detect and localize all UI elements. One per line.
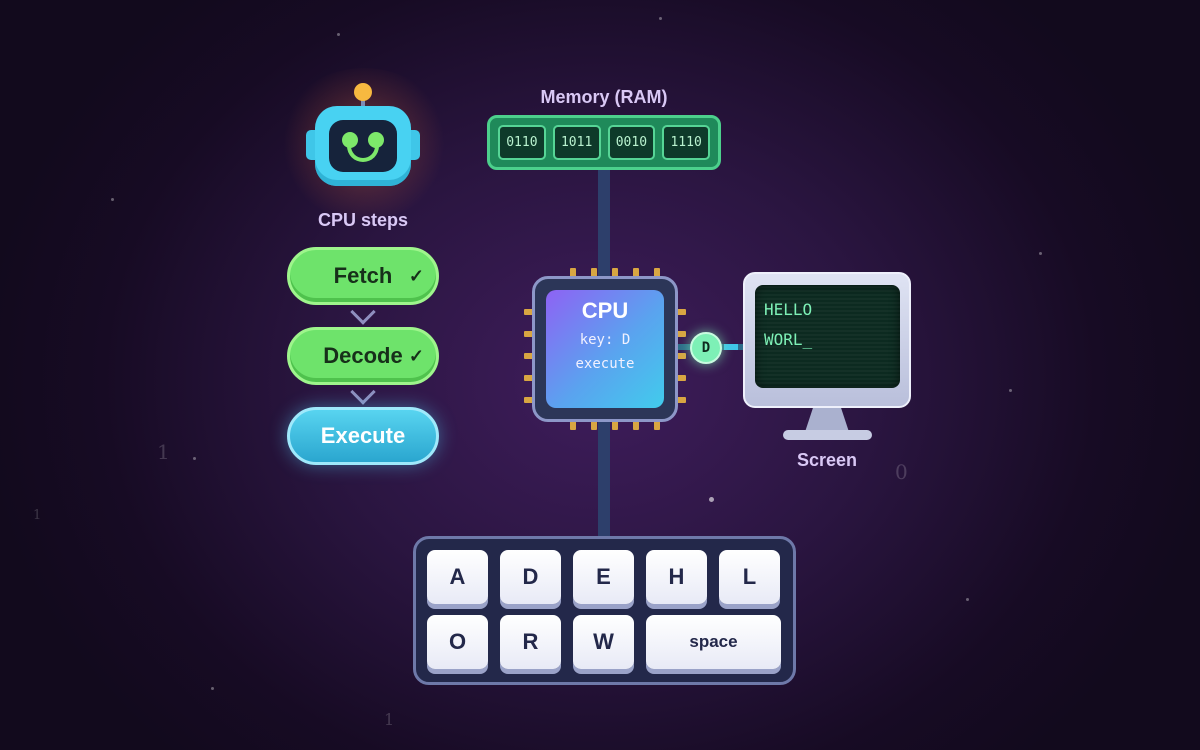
screen-label: Screen — [796, 450, 858, 470]
robot-smile — [347, 142, 379, 162]
screen-line: HELLO — [764, 300, 813, 319]
memory-bank: 0110 1011 0010 1110 — [487, 115, 721, 170]
cpu-pin — [524, 309, 533, 315]
background-star — [966, 598, 969, 601]
cpu-pin — [570, 421, 576, 430]
cpu-core: CPU key: D execute — [546, 290, 664, 408]
step-fetch-label: Fetch — [333, 263, 393, 288]
cpu-pin — [677, 397, 686, 403]
key-h[interactable]: H — [646, 550, 707, 604]
key-a[interactable]: A — [427, 550, 488, 604]
memory-cell[interactable]: 1110 — [662, 125, 710, 160]
step-execute[interactable]: Execute — [287, 407, 439, 465]
background-star — [709, 497, 714, 502]
step-decode-label: Decode — [323, 343, 403, 368]
memory-cell[interactable]: 1011 — [552, 125, 601, 160]
cpu-step-readout: execute — [575, 356, 635, 372]
cpu-pin — [677, 331, 686, 337]
background-star — [1009, 389, 1012, 392]
background-star — [337, 33, 340, 36]
cpu-pin — [524, 375, 533, 381]
background-digit: 1 — [33, 508, 42, 523]
step-execute-label: Execute — [320, 423, 406, 448]
cpu-pin — [677, 375, 686, 381]
cpu-pin — [612, 421, 618, 430]
memory-cell[interactable]: 0110 — [498, 125, 546, 160]
background-digit: 0 — [895, 460, 908, 484]
cpu-pin — [570, 268, 576, 277]
signal-token: D — [690, 332, 722, 364]
cpu-pin — [654, 421, 660, 430]
memory-label: Memory (RAM) — [540, 87, 668, 107]
monitor-stand — [805, 408, 849, 432]
key-w[interactable]: W — [573, 615, 634, 669]
cpu-pin — [677, 353, 686, 359]
key-space[interactable]: space — [646, 615, 781, 669]
check-icon: ✓ — [408, 345, 424, 366]
cpu-pin — [677, 309, 686, 315]
background-star — [211, 687, 214, 690]
memory-cpu-bus — [598, 168, 610, 278]
step-fetch[interactable]: Fetch ✓ — [287, 247, 439, 305]
cpu-pin — [524, 353, 533, 359]
key-r[interactable]: R — [500, 615, 561, 669]
background-star — [193, 457, 196, 460]
key-l[interactable]: L — [719, 550, 780, 604]
cpu-pin — [524, 331, 533, 337]
cpu-key-readout: key: D — [579, 332, 631, 348]
monitor-base — [783, 430, 872, 440]
background-digit: 1 — [384, 710, 395, 729]
cpu-pin — [591, 421, 597, 430]
cpu-steps-caption: CPU steps — [317, 210, 409, 230]
cpu-pin — [654, 268, 660, 277]
cpu-pin — [591, 268, 597, 277]
key-o[interactable]: O — [427, 615, 488, 669]
cpu-pin — [633, 421, 639, 430]
background-digit: 1 — [157, 440, 170, 464]
key-e[interactable]: E — [573, 550, 634, 604]
check-icon: ✓ — [408, 265, 424, 286]
background-star — [1039, 252, 1042, 255]
cpu-pin — [633, 268, 639, 277]
cpu-pin — [524, 397, 533, 403]
monitor-screen: HELLO WORL_ — [755, 285, 900, 388]
step-decode[interactable]: Decode ✓ — [287, 327, 439, 385]
robot-antenna-light — [354, 83, 372, 101]
robot-antenna — [361, 96, 365, 112]
cpu-pin — [612, 268, 618, 277]
cpu-title: CPU — [581, 298, 629, 323]
background-star — [111, 198, 114, 201]
memory-cell[interactable]: 0010 — [607, 125, 656, 160]
screen-line: WORL_ — [764, 330, 813, 349]
cpu-keyboard-bus — [598, 420, 610, 538]
background-star — [659, 17, 662, 20]
key-d[interactable]: D — [500, 550, 561, 604]
cpu-screen-bus-highlight — [724, 344, 738, 350]
